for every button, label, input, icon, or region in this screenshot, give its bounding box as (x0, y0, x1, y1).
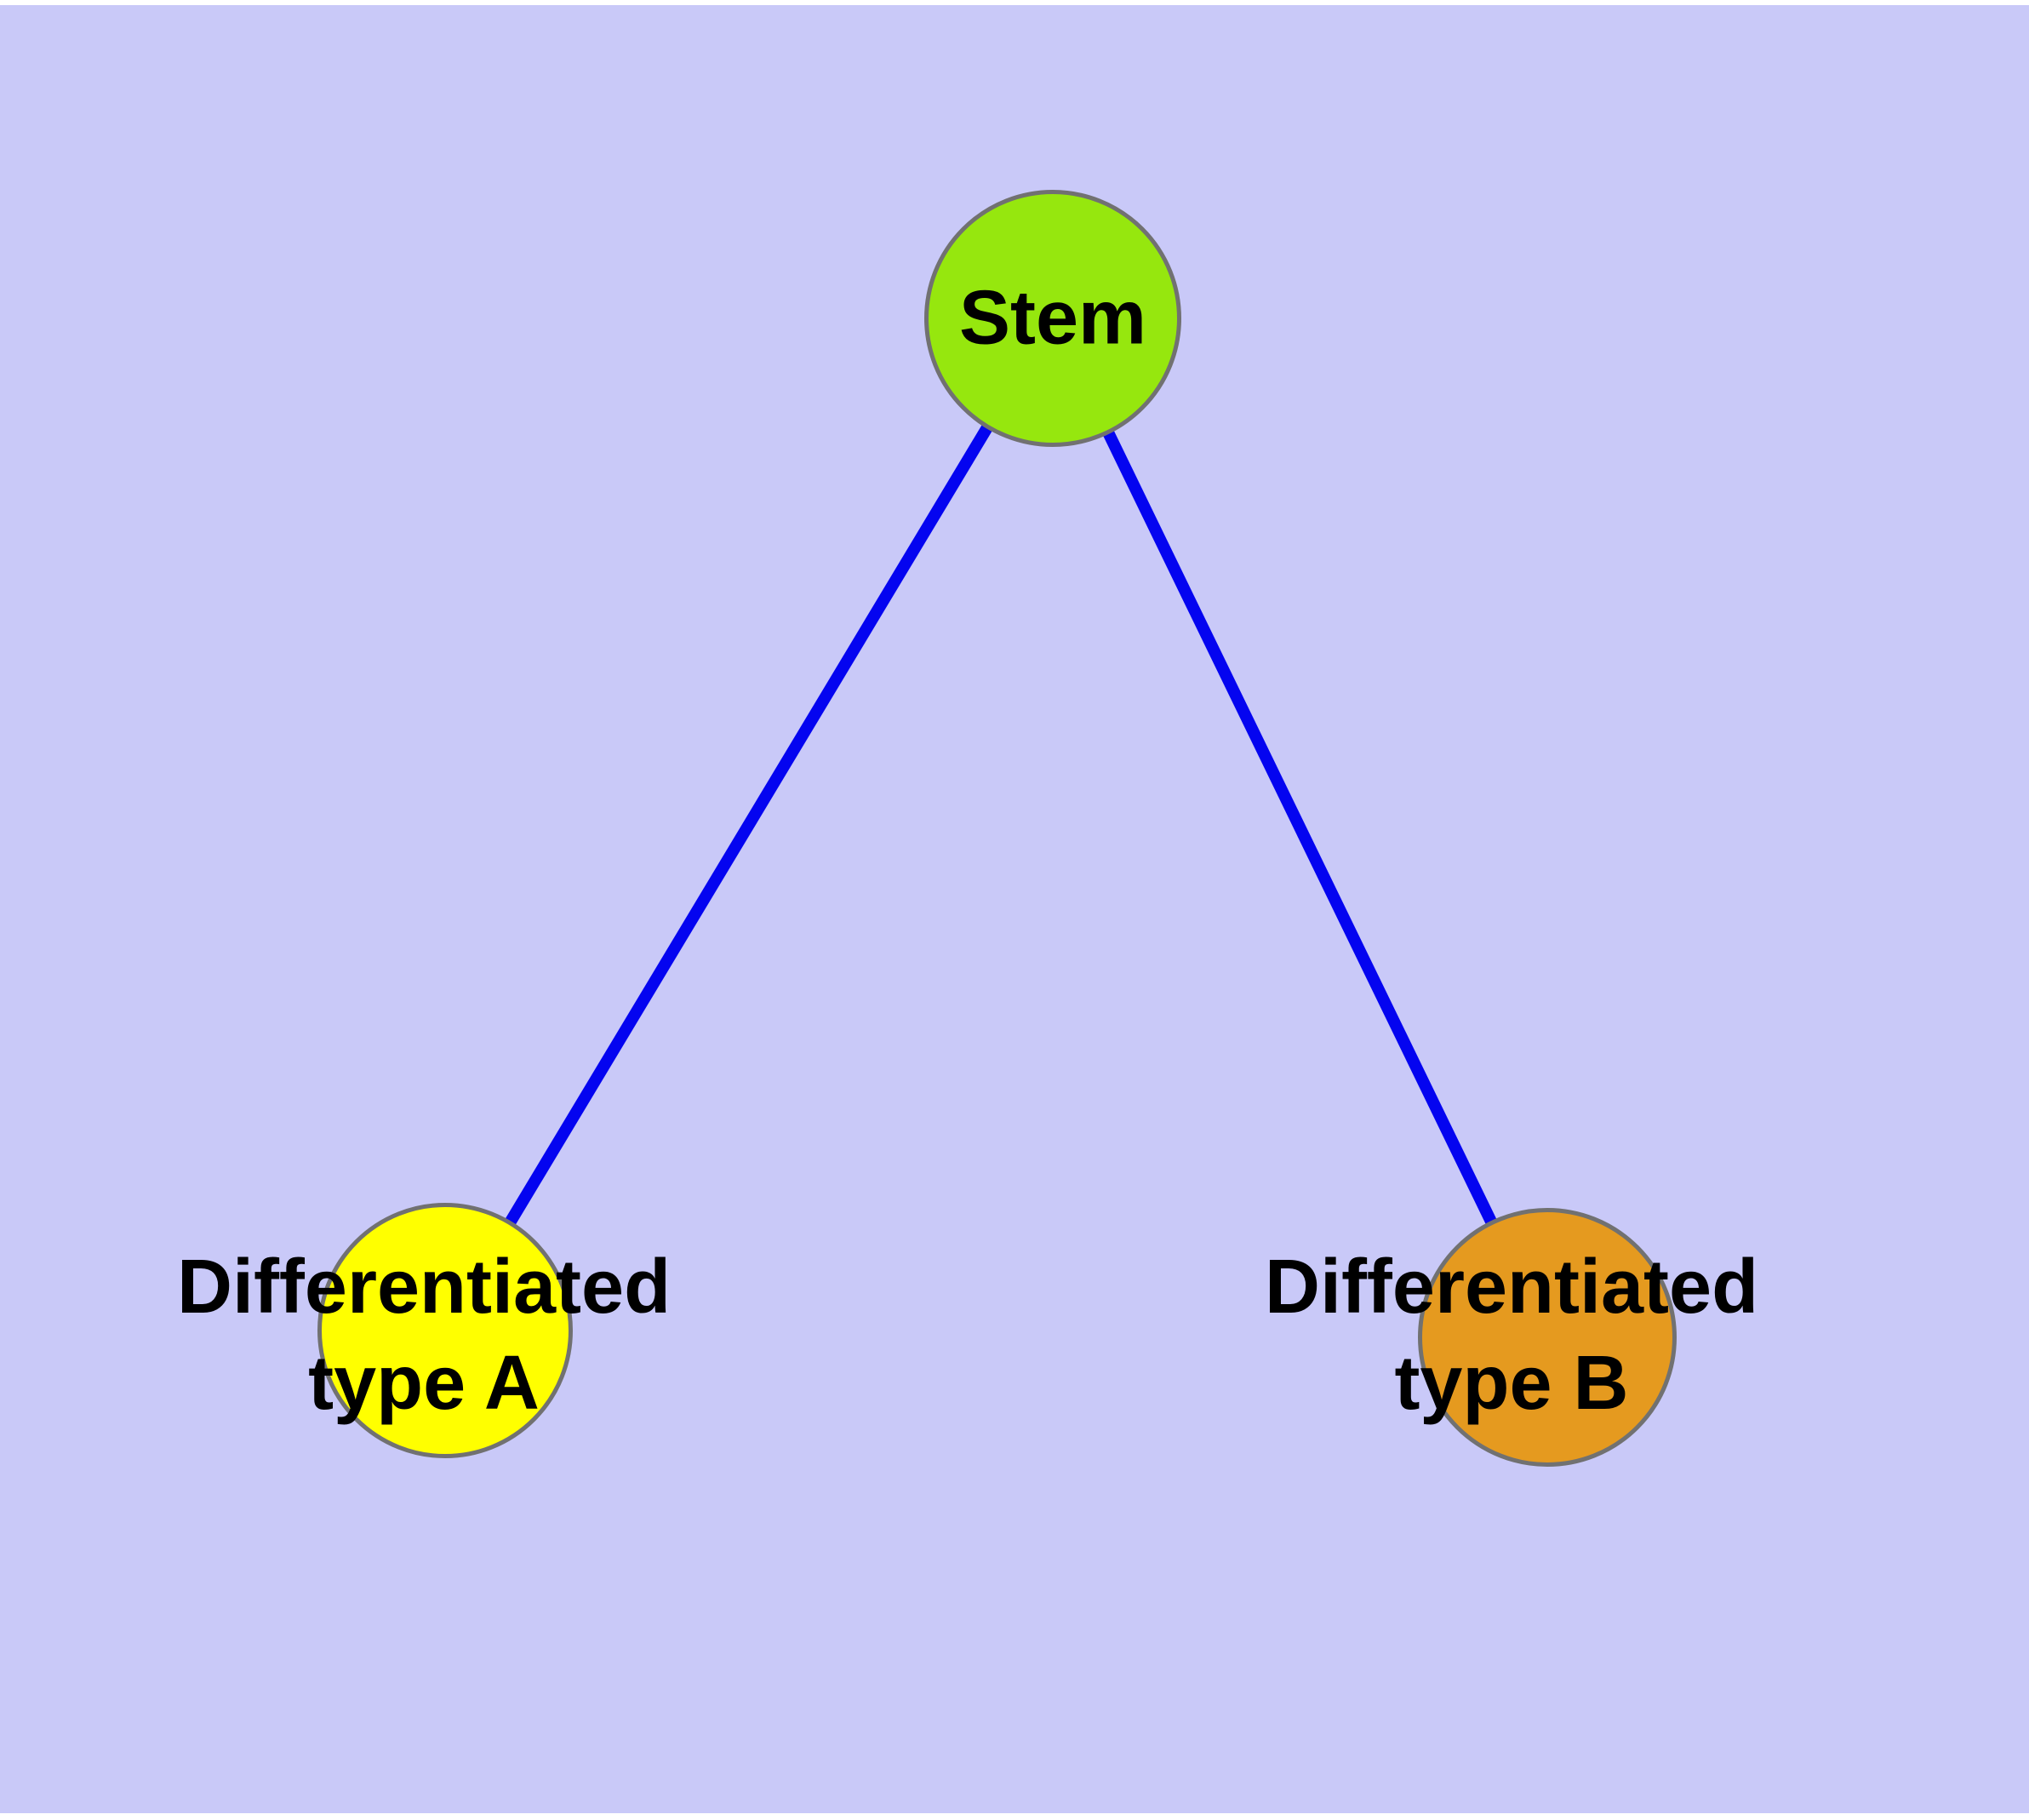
label-line: type B (1394, 1341, 1629, 1426)
edge-stem-to-type-b (1047, 315, 1553, 1341)
node-stem-label: Stem (959, 271, 1146, 367)
edge-stem-to-type-a (439, 315, 1059, 1334)
label-line: Stem (958, 275, 1147, 361)
label-line: type A (308, 1341, 540, 1426)
node-differentiated-type-b (1418, 1208, 1677, 1467)
node-differentiated-type-b-label: Differentiated type B (1265, 1239, 1758, 1432)
node-differentiated-type-a (317, 1203, 573, 1458)
node-stem (924, 190, 1181, 447)
label-line: Differentiated (176, 1245, 672, 1330)
label-line: Differentiated (1264, 1245, 1759, 1330)
node-differentiated-type-a-label: Differentiated type A (177, 1239, 671, 1432)
